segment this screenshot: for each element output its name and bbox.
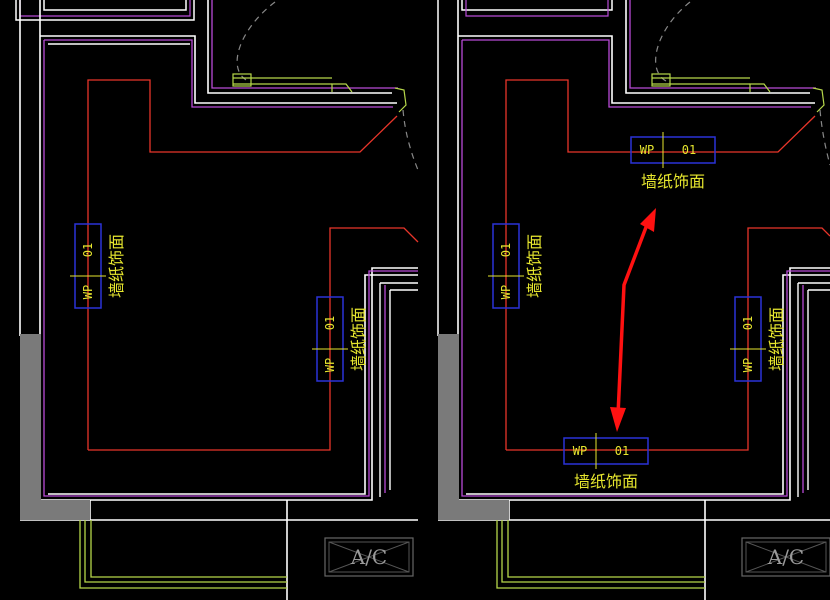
red-double-arrow bbox=[610, 208, 656, 432]
ac-unit: A/C bbox=[324, 537, 414, 577]
tag-code: WP bbox=[81, 285, 95, 299]
tag-code: WP bbox=[640, 143, 654, 157]
left-floorplan-drawing: A/C WP 01 墙纸饰面 WP 01 墙纸饰面 bbox=[15, 0, 419, 600]
tag-label: 墙纸饰面 bbox=[349, 307, 368, 371]
wallpaper-zone-outline bbox=[505, 79, 830, 451]
wallpaper-tag-right: WP 01 墙纸饰面 bbox=[312, 296, 368, 382]
wallpaper-tag-right: WP 01 墙纸饰面 bbox=[730, 296, 786, 382]
door-hardware bbox=[651, 73, 825, 113]
tag-label: 墙纸饰面 bbox=[574, 472, 638, 491]
wallpaper-tag-top: WP 01 墙纸饰面 bbox=[630, 132, 716, 191]
tag-number: 01 bbox=[682, 143, 696, 157]
wallpaper-zone-outline bbox=[87, 79, 419, 451]
tag-code: WP bbox=[741, 358, 755, 372]
grey-column-block bbox=[438, 334, 509, 520]
wallpaper-tag-left: WP 01 墙纸饰面 bbox=[488, 223, 544, 309]
door-swing-arc bbox=[655, 1, 691, 83]
upper-wall-lines bbox=[15, 0, 195, 21]
tag-label: 墙纸饰面 bbox=[525, 234, 544, 298]
right-floorplan-drawing: A/C WP 01 墙纸饰面 WP 01 墙纸饰面 WP 01 墙纸饰面 WP … bbox=[437, 0, 830, 600]
grey-column-block bbox=[20, 334, 90, 520]
tag-code: WP bbox=[323, 358, 337, 372]
pipe-lines bbox=[496, 520, 705, 589]
tag-number: 01 bbox=[499, 243, 513, 257]
ac-unit: A/C bbox=[741, 537, 830, 577]
tag-code: WP bbox=[573, 444, 587, 458]
upper-wall-lines bbox=[437, 0, 613, 336]
ac-label: A/C bbox=[767, 545, 804, 569]
tag-number: 01 bbox=[615, 444, 629, 458]
wallpaper-tag-left: WP 01 墙纸饰面 bbox=[70, 223, 126, 309]
left-floorplan-panel: A/C WP 01 墙纸饰面 WP 01 墙纸饰面 bbox=[15, 0, 419, 600]
door-hardware bbox=[232, 73, 407, 113]
tag-label: 墙纸饰面 bbox=[641, 172, 705, 191]
room-walls bbox=[19, 0, 418, 600]
arrow-head-down bbox=[610, 407, 626, 432]
arrow-head-up bbox=[640, 208, 656, 232]
pipe-lines bbox=[79, 520, 287, 589]
tag-number: 01 bbox=[81, 243, 95, 257]
tag-code: WP bbox=[499, 285, 513, 299]
room-walls bbox=[438, 0, 830, 600]
tag-label: 墙纸饰面 bbox=[767, 307, 786, 371]
tag-label: 墙纸饰面 bbox=[107, 234, 126, 298]
ac-label: A/C bbox=[350, 545, 387, 569]
door-swing-arc bbox=[236, 1, 276, 83]
wallpaper-tag-bottom: WP 01 墙纸饰面 bbox=[563, 433, 649, 491]
tag-number: 01 bbox=[741, 316, 755, 330]
tag-number: 01 bbox=[323, 316, 337, 330]
right-floorplan-panel: A/C WP 01 墙纸饰面 WP 01 墙纸饰面 WP 01 墙纸饰面 WP … bbox=[420, 0, 830, 600]
